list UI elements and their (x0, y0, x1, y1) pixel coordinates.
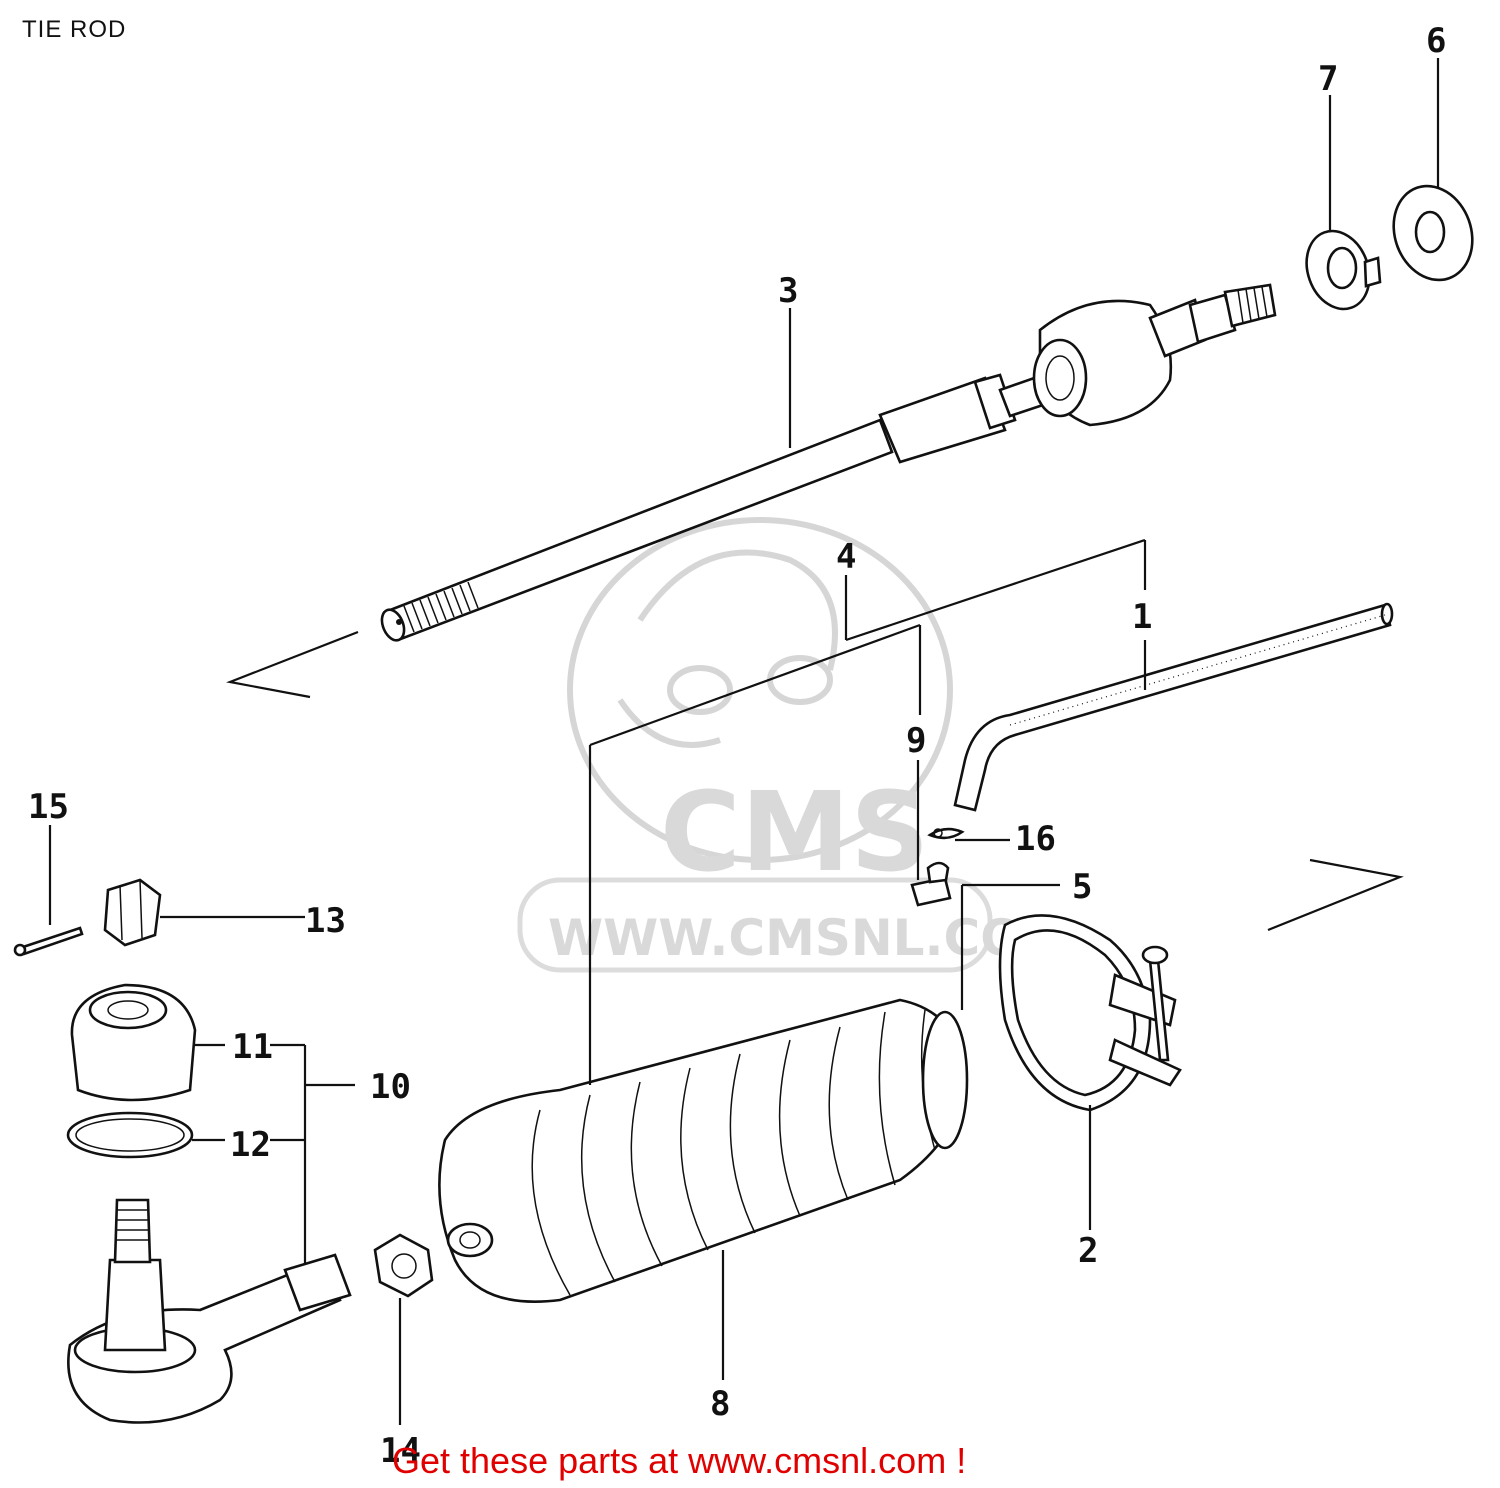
callout-1: 1 (1132, 597, 1152, 637)
part-11-dust-seal (70, 983, 197, 1102)
callout-5: 5 (1072, 867, 1092, 907)
callout-2: 2 (1078, 1231, 1098, 1271)
watermark-brand: CMS (660, 768, 929, 896)
leader-lines (48, 58, 1440, 1425)
callout-10: 10 (370, 1067, 411, 1107)
part-14-nut (373, 1233, 434, 1298)
callout-16: 16 (1015, 819, 1056, 859)
callout-6: 6 (1426, 21, 1446, 61)
part-15-cotter-pin (17, 926, 84, 956)
callout-15: 15 (28, 787, 69, 827)
part-3-inner-tie-rod (380, 283, 1277, 642)
callout-12: 12 (230, 1125, 271, 1165)
part-5-nipple (910, 861, 952, 907)
part-6-washer (1392, 184, 1474, 282)
watermark: CMS WWW.CMSNL.COM (517, 517, 1073, 973)
part-16-clip (927, 827, 965, 840)
callout-labels: 1 2 3 4 5 6 7 8 9 10 11 12 13 14 15 16 (28, 21, 1446, 1471)
part-12-clip-ring (66, 1111, 194, 1159)
direction-marker-left (226, 630, 359, 699)
part-1-breather-tube (953, 602, 1394, 812)
callout-11: 11 (232, 1027, 273, 1067)
diagram-title: TIE ROD (22, 16, 127, 43)
callout-13: 13 (305, 901, 346, 941)
part-10-tie-rod-end (67, 1198, 352, 1424)
callout-14: 14 (380, 1431, 421, 1471)
callout-3: 3 (778, 271, 798, 311)
callout-7: 7 (1318, 59, 1338, 99)
callout-4: 4 (836, 537, 856, 577)
watermark-url: WWW.CMSNL.COM (548, 909, 1073, 967)
callout-8: 8 (710, 1384, 730, 1424)
direction-marker-right (1267, 858, 1404, 932)
callout-9: 9 (906, 721, 926, 761)
part-13-castle-nut (103, 878, 162, 947)
part-7-lock-washer (1305, 229, 1382, 311)
footer-link-text[interactable]: Get these parts at www.cmsnl.com ! (392, 1440, 967, 1481)
part-2-band-clamp (998, 914, 1182, 1112)
part-8-steering-boot (438, 998, 969, 1303)
